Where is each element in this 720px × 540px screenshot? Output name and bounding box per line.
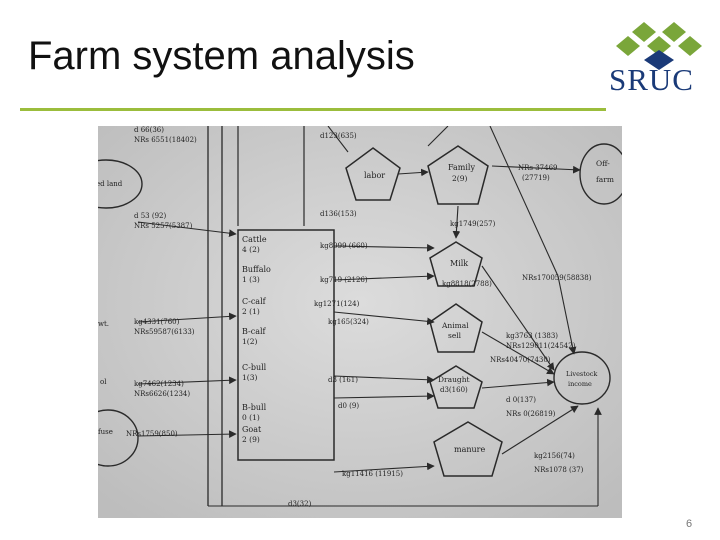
- family-node: [427, 145, 489, 205]
- manure-node: [433, 421, 503, 477]
- flow-label: kg7462(1234): [134, 380, 184, 388]
- left-edge-label: wt.: [98, 320, 109, 328]
- left-edge-label: fuse: [98, 428, 113, 436]
- label-labor: labor: [364, 171, 385, 180]
- flow-label: NRs 6551(18402): [134, 136, 197, 144]
- flow-label: NRs1078 (37): [534, 466, 584, 474]
- label-manure: manure: [454, 445, 485, 454]
- title-underline: [20, 108, 606, 111]
- sruc-logo-icon: [616, 22, 702, 70]
- label-draught-2: d3(160): [440, 386, 468, 394]
- livestock-income-node: [553, 351, 611, 405]
- box-b-bull: B-bull: [242, 403, 267, 412]
- flow-label: kg2156(74): [534, 452, 575, 460]
- flow-label: NRs 5257(5387): [134, 222, 193, 230]
- box-c-calf-count: 2 (1): [242, 307, 260, 316]
- flow-label: kg719 (2126): [320, 276, 368, 284]
- label-off-farm-2: farm: [596, 175, 614, 184]
- flow-label: kg4331(760): [134, 318, 180, 326]
- box-b-bull-count: 0 (1): [242, 413, 260, 422]
- flow-label: NRs6626(1234): [134, 390, 190, 398]
- left-edge-label: ol: [100, 378, 107, 386]
- box-cattle-count: 4 (2): [242, 245, 260, 254]
- flow-label: NRs40470(7430): [490, 356, 551, 364]
- label-off-farm-1: Off-: [596, 159, 610, 168]
- flow-label: d 0(137): [506, 396, 536, 404]
- flow-label: d136(153): [320, 210, 357, 218]
- label-draught-1: Draught: [438, 375, 470, 384]
- label-animal-sell-1: Animal: [441, 321, 469, 330]
- farm-diagram-photo: labor Family 2(9) Off- farm Milk Animal …: [98, 126, 622, 518]
- flow-label: d123(635): [320, 132, 357, 140]
- flow-label: d0 (9): [338, 402, 359, 410]
- flow-label: NRs170059(58838): [522, 274, 592, 282]
- page-number: 6: [686, 518, 693, 530]
- flow-label: NRs1759(850): [126, 430, 178, 438]
- flow-label: kg165(324): [328, 318, 369, 326]
- box-b-calf: B-calf: [242, 327, 267, 336]
- label-animal-sell-2: sell: [448, 331, 462, 340]
- flow-label: NRs129011(24542): [506, 342, 576, 350]
- farm-flow-diagram: labor Family 2(9) Off- farm Milk Animal …: [98, 126, 622, 518]
- box-buffalo: Buffalo: [242, 265, 271, 274]
- left-ellipse-2: [98, 409, 139, 467]
- box-goat-count: 2 (9): [242, 435, 260, 444]
- flow-label: kg3763 (1383): [506, 332, 558, 340]
- off-farm-node: [579, 143, 622, 205]
- label-livestock-income-2: income: [568, 380, 592, 388]
- label-livestock-income-1: Livestock: [566, 370, 597, 378]
- labor-node: [345, 147, 401, 201]
- label-family-count: 2(9): [452, 174, 467, 183]
- box-c-bull: C-bull: [242, 363, 267, 372]
- flow-label: kg1271(124): [314, 300, 360, 308]
- flow-label: kg11416 (11915): [342, 470, 403, 478]
- label-family: Family: [448, 163, 475, 172]
- flow-label: kg8818(2788): [442, 280, 492, 288]
- slide-title: Farm system analysis: [28, 34, 415, 78]
- box-buffalo-count: 1 (3): [242, 275, 260, 284]
- flow-label: NRs 37469: [518, 164, 557, 172]
- box-cattle: Cattle: [242, 235, 267, 244]
- left-ellipse-1: [98, 159, 143, 209]
- milk-node: [429, 241, 483, 287]
- flow-label: (27719): [522, 174, 550, 182]
- flow-label: d3(32): [288, 500, 312, 508]
- box-goat: Goat: [242, 425, 262, 434]
- box-c-bull-count: 1(3): [242, 373, 257, 382]
- label-milk: Milk: [450, 259, 468, 268]
- flow-label: d 53 (92): [134, 212, 166, 220]
- logo-text: SRUC: [609, 62, 694, 97]
- box-c-calf: C-calf: [242, 297, 267, 306]
- box-b-calf-count: 1(2): [242, 337, 257, 346]
- flow-label: kg1749(257): [450, 220, 496, 228]
- livestock-box: [237, 229, 335, 461]
- flow-label: NRs 0(26819): [506, 410, 556, 418]
- flow-label: kg8099 (660): [320, 242, 368, 250]
- flow-label: d3 (161): [328, 376, 358, 384]
- left-edge-label: ed land: [98, 180, 123, 188]
- flow-label: NRs59587(6133): [134, 328, 195, 336]
- flow-label: d 66(36): [134, 126, 164, 134]
